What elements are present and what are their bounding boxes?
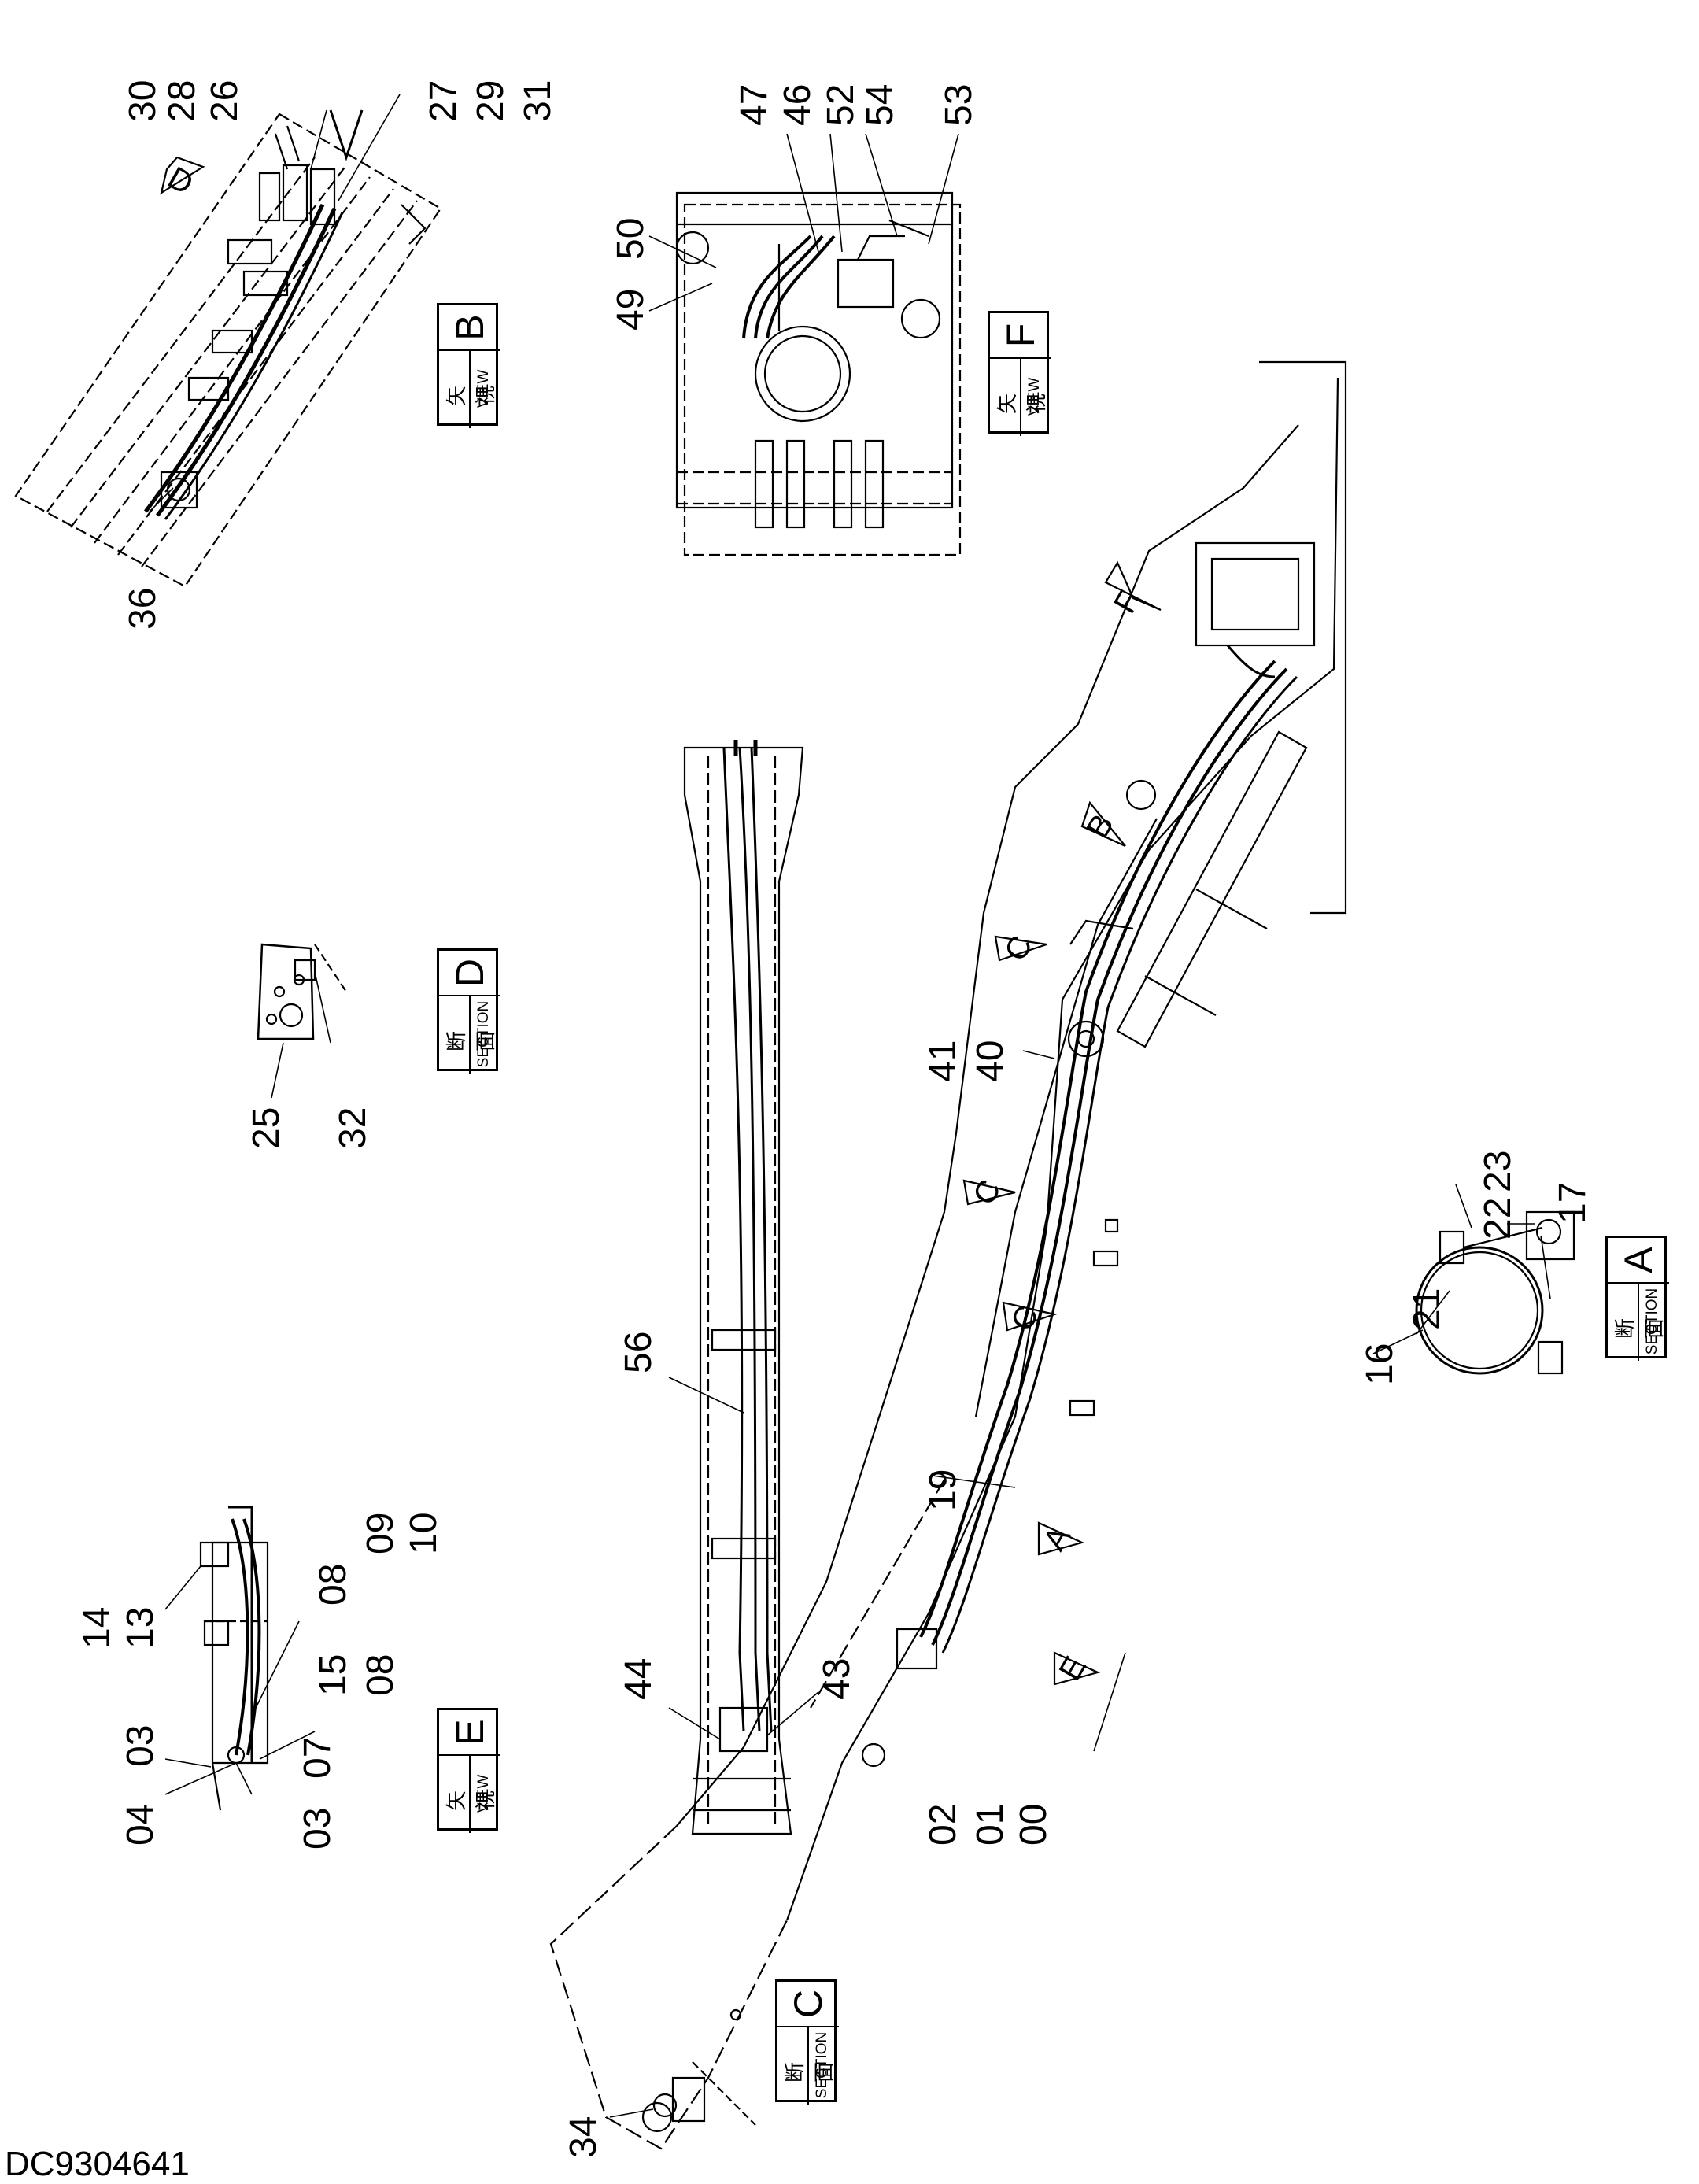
section-c-drawing xyxy=(641,2061,756,2133)
view-e-drawing xyxy=(199,1506,269,1811)
part-label-08a: 08 xyxy=(360,1654,401,1696)
part-label-02: 02 xyxy=(922,1803,964,1846)
section-box-c-caption: SECTION xyxy=(814,2031,830,2099)
part-label-16: 16 xyxy=(1359,1343,1401,1385)
part-label-43: 43 xyxy=(816,1657,858,1700)
part-label-29: 29 xyxy=(470,79,512,122)
view-b-drawing xyxy=(14,109,442,588)
section-d-drawing xyxy=(257,943,347,1040)
part-label-21: 21 xyxy=(1406,1288,1448,1330)
boom-plan-drawing xyxy=(683,740,804,1835)
part-label-26: 26 xyxy=(204,79,246,122)
section-box-a-caption: SECTION xyxy=(1644,1288,1660,1355)
part-label-23: 23 xyxy=(1477,1150,1519,1192)
part-label-56: 56 xyxy=(618,1331,659,1373)
view-f-drawing xyxy=(675,191,962,556)
part-label-08b: 08 xyxy=(312,1563,354,1606)
part-label-01: 01 xyxy=(970,1803,1011,1846)
section-box-c-letter: C xyxy=(786,1989,830,2019)
part-label-30: 30 xyxy=(122,79,164,122)
leader-lines xyxy=(149,94,1551,2118)
part-label-52: 52 xyxy=(820,83,862,126)
part-label-36: 36 xyxy=(122,587,164,630)
view-box-b-letter: B xyxy=(448,314,492,341)
part-label-32: 32 xyxy=(332,1107,374,1149)
part-label-14: 14 xyxy=(76,1606,118,1649)
part-label-53: 53 xyxy=(938,83,980,126)
section-box-a-letter: A xyxy=(1616,1247,1660,1273)
view-box-e-caption: VIEW xyxy=(475,1774,492,1813)
part-label-03a: 03 xyxy=(120,1724,161,1767)
part-label-46: 46 xyxy=(777,83,818,126)
part-label-00: 00 xyxy=(1013,1803,1054,1846)
boom-side-drawing xyxy=(549,360,1347,2150)
section-a-drawing xyxy=(1415,1210,1575,1375)
part-label-31: 31 xyxy=(517,79,559,122)
view-box-f-letter: F xyxy=(999,323,1043,348)
part-label-47: 47 xyxy=(733,83,775,126)
part-label-10: 10 xyxy=(403,1512,445,1554)
part-label-07: 07 xyxy=(297,1736,338,1779)
part-label-03b: 03 xyxy=(297,1807,338,1850)
part-label-09: 09 xyxy=(360,1512,401,1554)
section-box-d-caption: SECTION xyxy=(475,1000,492,1068)
part-label-49: 49 xyxy=(610,288,652,331)
part-label-41: 41 xyxy=(922,1040,964,1082)
part-label-44: 44 xyxy=(618,1657,659,1700)
part-label-04: 04 xyxy=(120,1803,161,1846)
view-box-e-letter: E xyxy=(448,1719,492,1746)
part-label-40: 40 xyxy=(970,1040,1011,1082)
part-label-54: 54 xyxy=(859,83,901,126)
part-label-22: 22 xyxy=(1477,1197,1519,1240)
document-id: DC9304641 xyxy=(5,2145,190,2183)
section-box-d-letter: D xyxy=(448,958,492,988)
view-box-f-caption: VIEW xyxy=(1026,377,1043,416)
part-label-50: 50 xyxy=(610,217,652,260)
part-label-34: 34 xyxy=(563,2116,604,2158)
part-label-15: 15 xyxy=(312,1654,354,1696)
view-box-b-caption: VIEW xyxy=(475,369,492,408)
part-label-19: 19 xyxy=(922,1469,964,1511)
part-label-27: 27 xyxy=(423,79,464,122)
part-label-13: 13 xyxy=(120,1606,161,1649)
part-label-17: 17 xyxy=(1552,1181,1594,1224)
view-arrows xyxy=(160,156,1162,1686)
part-label-28: 28 xyxy=(161,79,203,122)
part-label-25: 25 xyxy=(246,1107,287,1149)
